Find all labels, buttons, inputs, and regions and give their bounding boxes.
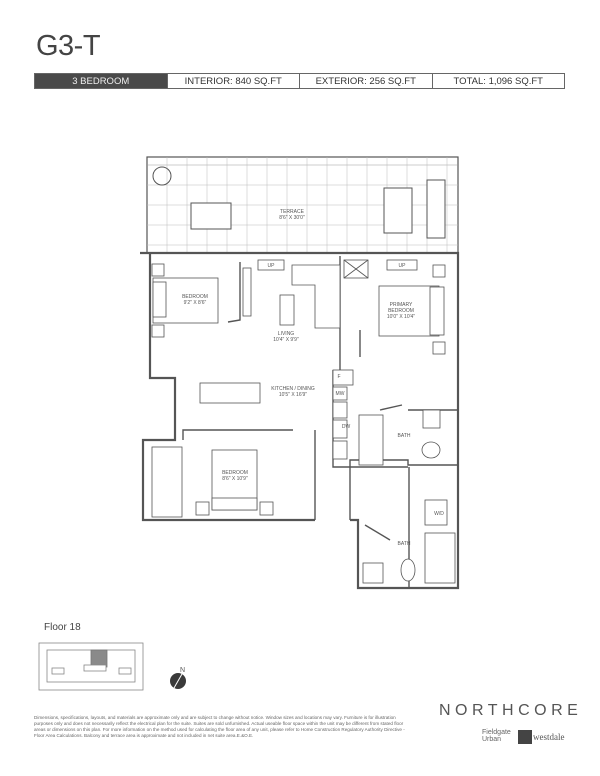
- furniture: [151, 259, 456, 584]
- partner-logo-fieldgate: Fieldgate Urban: [482, 729, 511, 743]
- terrace-dims: 8'6" X 30'0": [279, 215, 305, 221]
- dishwasher-label: DW: [342, 424, 351, 430]
- living-dims: 10'4" X 9'9": [273, 337, 299, 343]
- plant-icon: [152, 166, 172, 186]
- bath2-label: BATH: [398, 541, 411, 547]
- north-compass-icon: N: [170, 667, 186, 689]
- kitchen-label: KITCHEN / DINING: [271, 386, 315, 392]
- primary-label-1: PRIMARY: [390, 302, 413, 308]
- primary-dims: 10'0" X 10'4": [387, 314, 415, 320]
- unit-title: G3-T: [36, 30, 101, 62]
- interior-area: INTERIOR: 840 SQ.FT: [166, 74, 300, 88]
- terrace-label: TERRACE: [280, 209, 305, 215]
- partner2-name: westdale: [533, 732, 565, 742]
- living-label: LIVING: [278, 331, 295, 337]
- microwave-label: MW: [336, 391, 345, 397]
- up2-label: UP: [399, 263, 407, 269]
- partner1-line2: Urban: [482, 736, 502, 743]
- bedroom-count: 3 BEDROOM: [35, 74, 167, 88]
- bedroom3-dims: 8'6" X 10'9": [222, 476, 248, 482]
- bedroom1-dims: 9'2" X 8'6": [184, 300, 207, 306]
- north-label: N: [180, 667, 185, 674]
- partner1-line1: Fieldgate: [482, 729, 511, 736]
- unit-summary-bar: 3 BEDROOM INTERIOR: 840 SQ.FT EXTERIOR: …: [34, 73, 565, 89]
- brand-logo: NORTHCORE: [439, 702, 583, 719]
- westdale-mark-icon: [518, 730, 532, 744]
- key-plan: [38, 642, 144, 691]
- up1-label: UP: [268, 263, 276, 269]
- primary-label-2: BEDROOM: [388, 308, 414, 314]
- total-area: TOTAL: 1,096 SQ.FT: [431, 74, 565, 88]
- terrace-table: [190, 202, 232, 230]
- terrace-sofa: [426, 179, 446, 239]
- bath1-label: BATH: [398, 433, 411, 439]
- bedroom3-label: BEDROOM: [222, 470, 248, 476]
- partner-logo-westdale: westdale: [518, 730, 565, 744]
- disclaimer: Dimensions, specifications, layouts, and…: [34, 715, 405, 738]
- unit-outline: [140, 251, 460, 590]
- fridge-label: F: [337, 374, 340, 380]
- floor-label: Floor 18: [44, 622, 81, 633]
- bedroom1-label: BEDROOM: [182, 294, 208, 300]
- terrace: [146, 156, 459, 254]
- interior-walls: [182, 256, 459, 588]
- kitchen-dims: 10'5" X 16'9": [279, 392, 307, 398]
- washer-dryer-label: W/D: [434, 511, 444, 517]
- exterior-area: EXTERIOR: 256 SQ.FT: [299, 74, 432, 88]
